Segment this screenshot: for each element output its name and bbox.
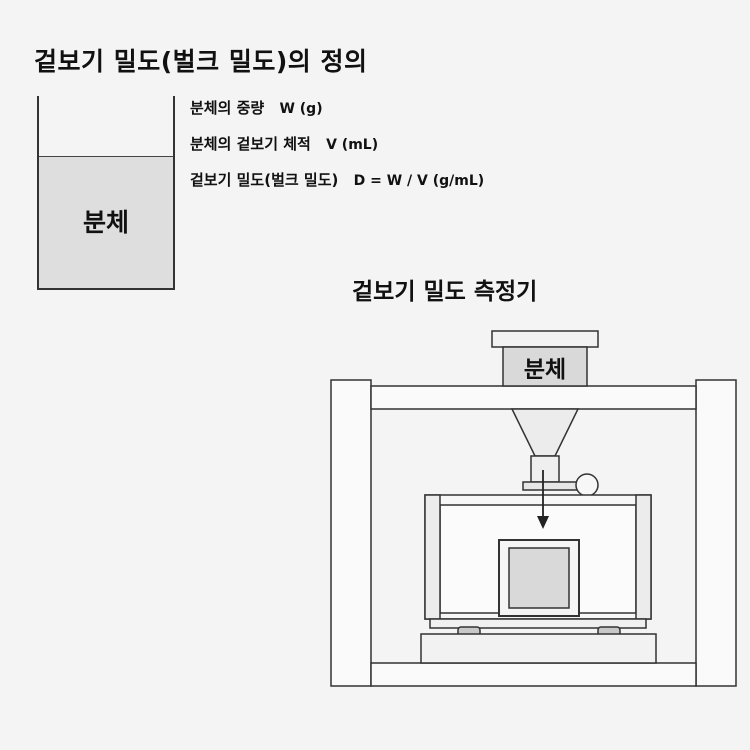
definition-term: 분체의 겉보기 체적 (190, 135, 311, 153)
definition-weight: 분체의 중량 W (g) (190, 97, 484, 133)
hopper-powder-label: 분체 (523, 357, 567, 383)
definition-symbol: V (mL) (326, 137, 379, 153)
definition-list: 분체의 중량 W (g) 분체의 겉보기 체적 V (mL) 겉보기 밀도(벌크… (190, 97, 484, 205)
measuring-unit (420, 494, 657, 664)
hopper-funnel (510, 408, 580, 457)
chamber-base (429, 618, 647, 629)
frame (330, 379, 737, 687)
definition-density: 겉보기 밀도(벌크 밀도) D = W / V (g/mL) (190, 169, 484, 205)
hopper-lid (491, 330, 599, 348)
flow-arrow (537, 470, 549, 529)
hopper (491, 330, 599, 497)
flow-arrow-head (537, 516, 549, 529)
page-title: 겉보기 밀도(벌크 밀도)의 정의 (34, 47, 368, 76)
definition-symbol: W (g) (279, 101, 323, 117)
powder-container: 분체 (37, 96, 175, 290)
definition-symbol: D = W / V (g/mL) (353, 173, 485, 189)
definition-volume: 분체의 겉보기 체적 V (mL) (190, 133, 484, 169)
chamber-left-panel (424, 494, 441, 620)
adjust-knob (575, 473, 599, 497)
hopper-body (502, 346, 588, 387)
chamber-right-panel (635, 494, 652, 620)
hopper-flange (522, 481, 582, 491)
hopper-chute (530, 455, 560, 483)
measuring-cup (508, 547, 570, 609)
powder-fill: 분체 (39, 156, 173, 288)
device-title: 겉보기 밀도 측정기 (352, 279, 538, 305)
frame-bottom-beam (370, 662, 697, 687)
definition-term: 겉보기 밀도(벌크 밀도) (190, 171, 339, 189)
frame-left-post (330, 379, 372, 687)
frame-top-beam (370, 385, 697, 410)
frame-right-post (695, 379, 737, 687)
base-plate (420, 633, 657, 664)
definition-term: 분체의 중량 (190, 99, 265, 117)
powder-label: 분체 (82, 208, 129, 237)
